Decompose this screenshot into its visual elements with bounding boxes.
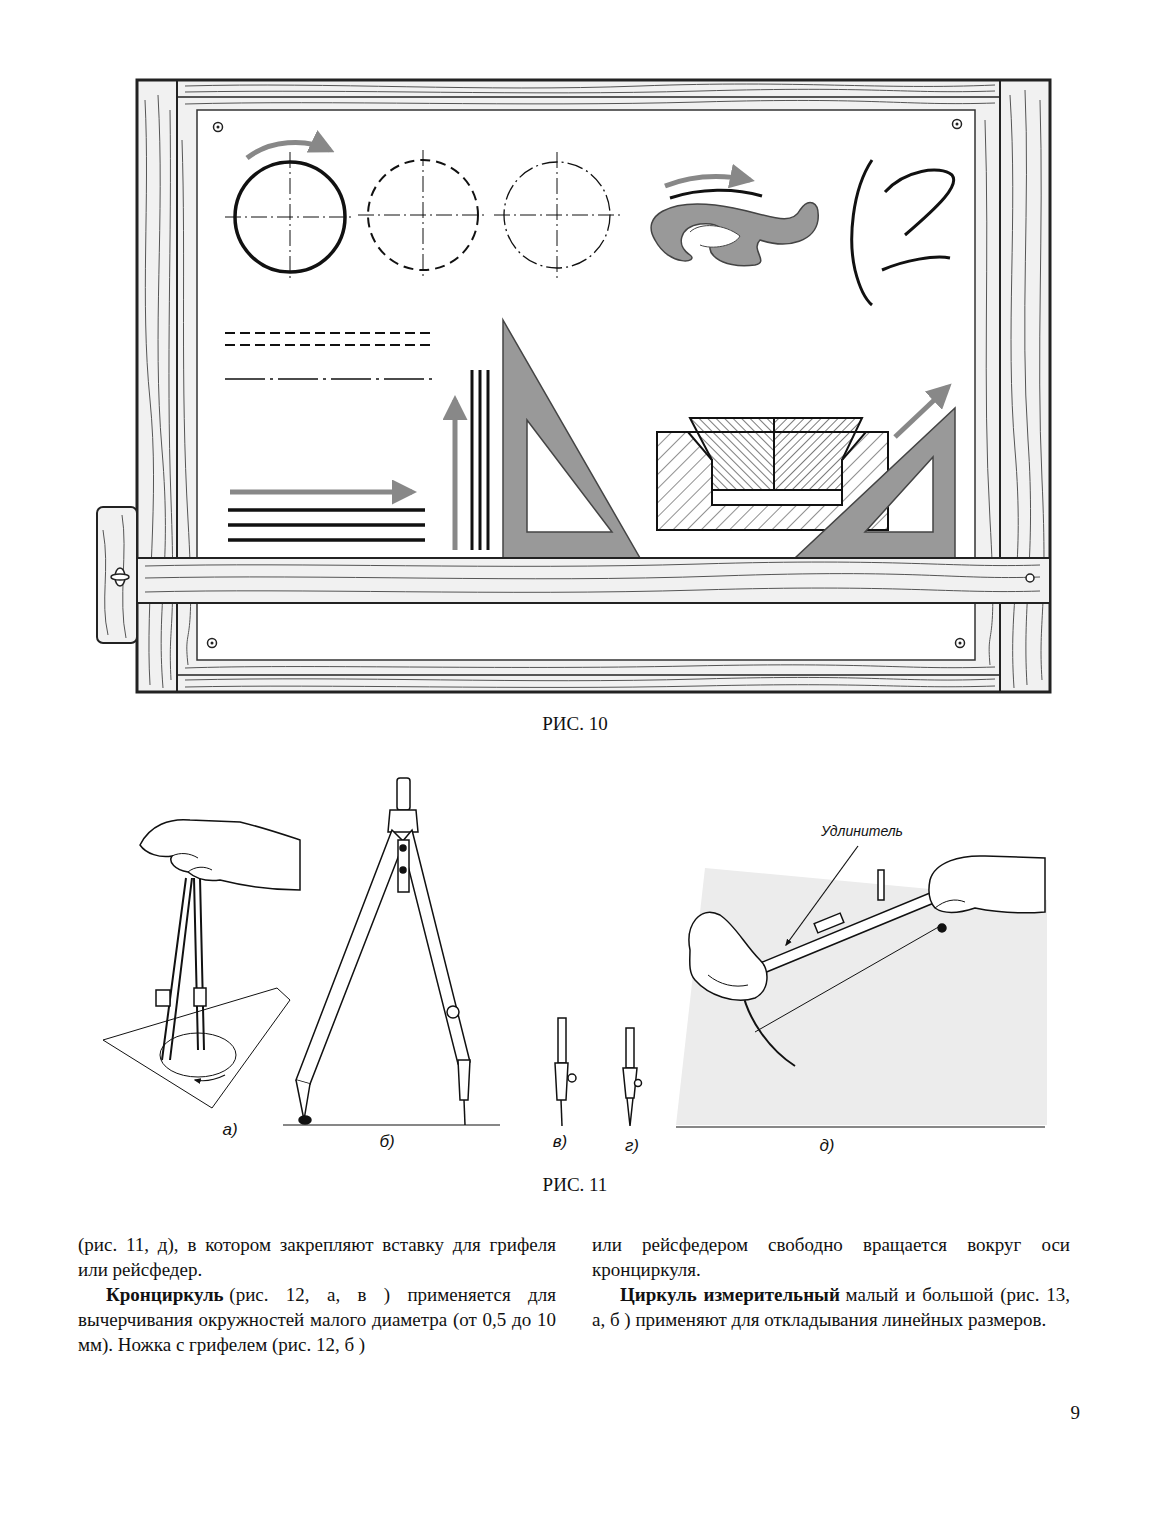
page-number-block: 9	[1040, 1400, 1080, 1425]
body-text-block: Кронциркуль(рис. 12, а, в ) применяется …	[78, 1282, 556, 1357]
subfigure-letter-block: в)	[540, 1132, 580, 1152]
figure-caption-block: РИС. 11	[475, 1172, 675, 1197]
body-text: (рис. 11, д), в котором закрепляют встав…	[78, 1234, 556, 1280]
page-number: 9	[1071, 1402, 1081, 1423]
body-text-block: (рис. 11, д), в котором закрепляют встав…	[78, 1232, 556, 1282]
compass-figures	[103, 778, 1047, 1127]
subfigure-letter: г)	[625, 1136, 639, 1155]
subfigure-letter: в)	[553, 1132, 568, 1151]
term: Кронциркуль	[106, 1284, 224, 1305]
subfigure-letter-block: д)	[807, 1136, 847, 1156]
figure-caption: РИС. 11	[543, 1174, 608, 1195]
subfigure-letter-block: б)	[367, 1132, 407, 1152]
callout-label: Удлинитель	[821, 823, 903, 839]
term: Циркуль измерительный	[620, 1284, 840, 1305]
drawing-board	[97, 80, 1050, 692]
subfigure-letter-block: а)	[210, 1120, 250, 1140]
figure-caption-block: РИС. 10	[475, 711, 675, 736]
body-text: или рейсфедером свободно вращается вокру…	[592, 1234, 1070, 1280]
body-text-block: или рейсфедером свободно вращается вокру…	[592, 1232, 1070, 1282]
subfigure-letter: а)	[222, 1120, 237, 1139]
subfigure-letter-block: г)	[612, 1136, 652, 1156]
figure-caption: РИС. 10	[542, 713, 607, 734]
callout-label-block: Удлинитель	[800, 821, 924, 841]
body-text-block: Циркуль измерительныймалый и большой (ри…	[592, 1282, 1070, 1332]
subfigure-letter: д)	[819, 1136, 834, 1155]
subfigure-letter: б)	[379, 1132, 394, 1151]
